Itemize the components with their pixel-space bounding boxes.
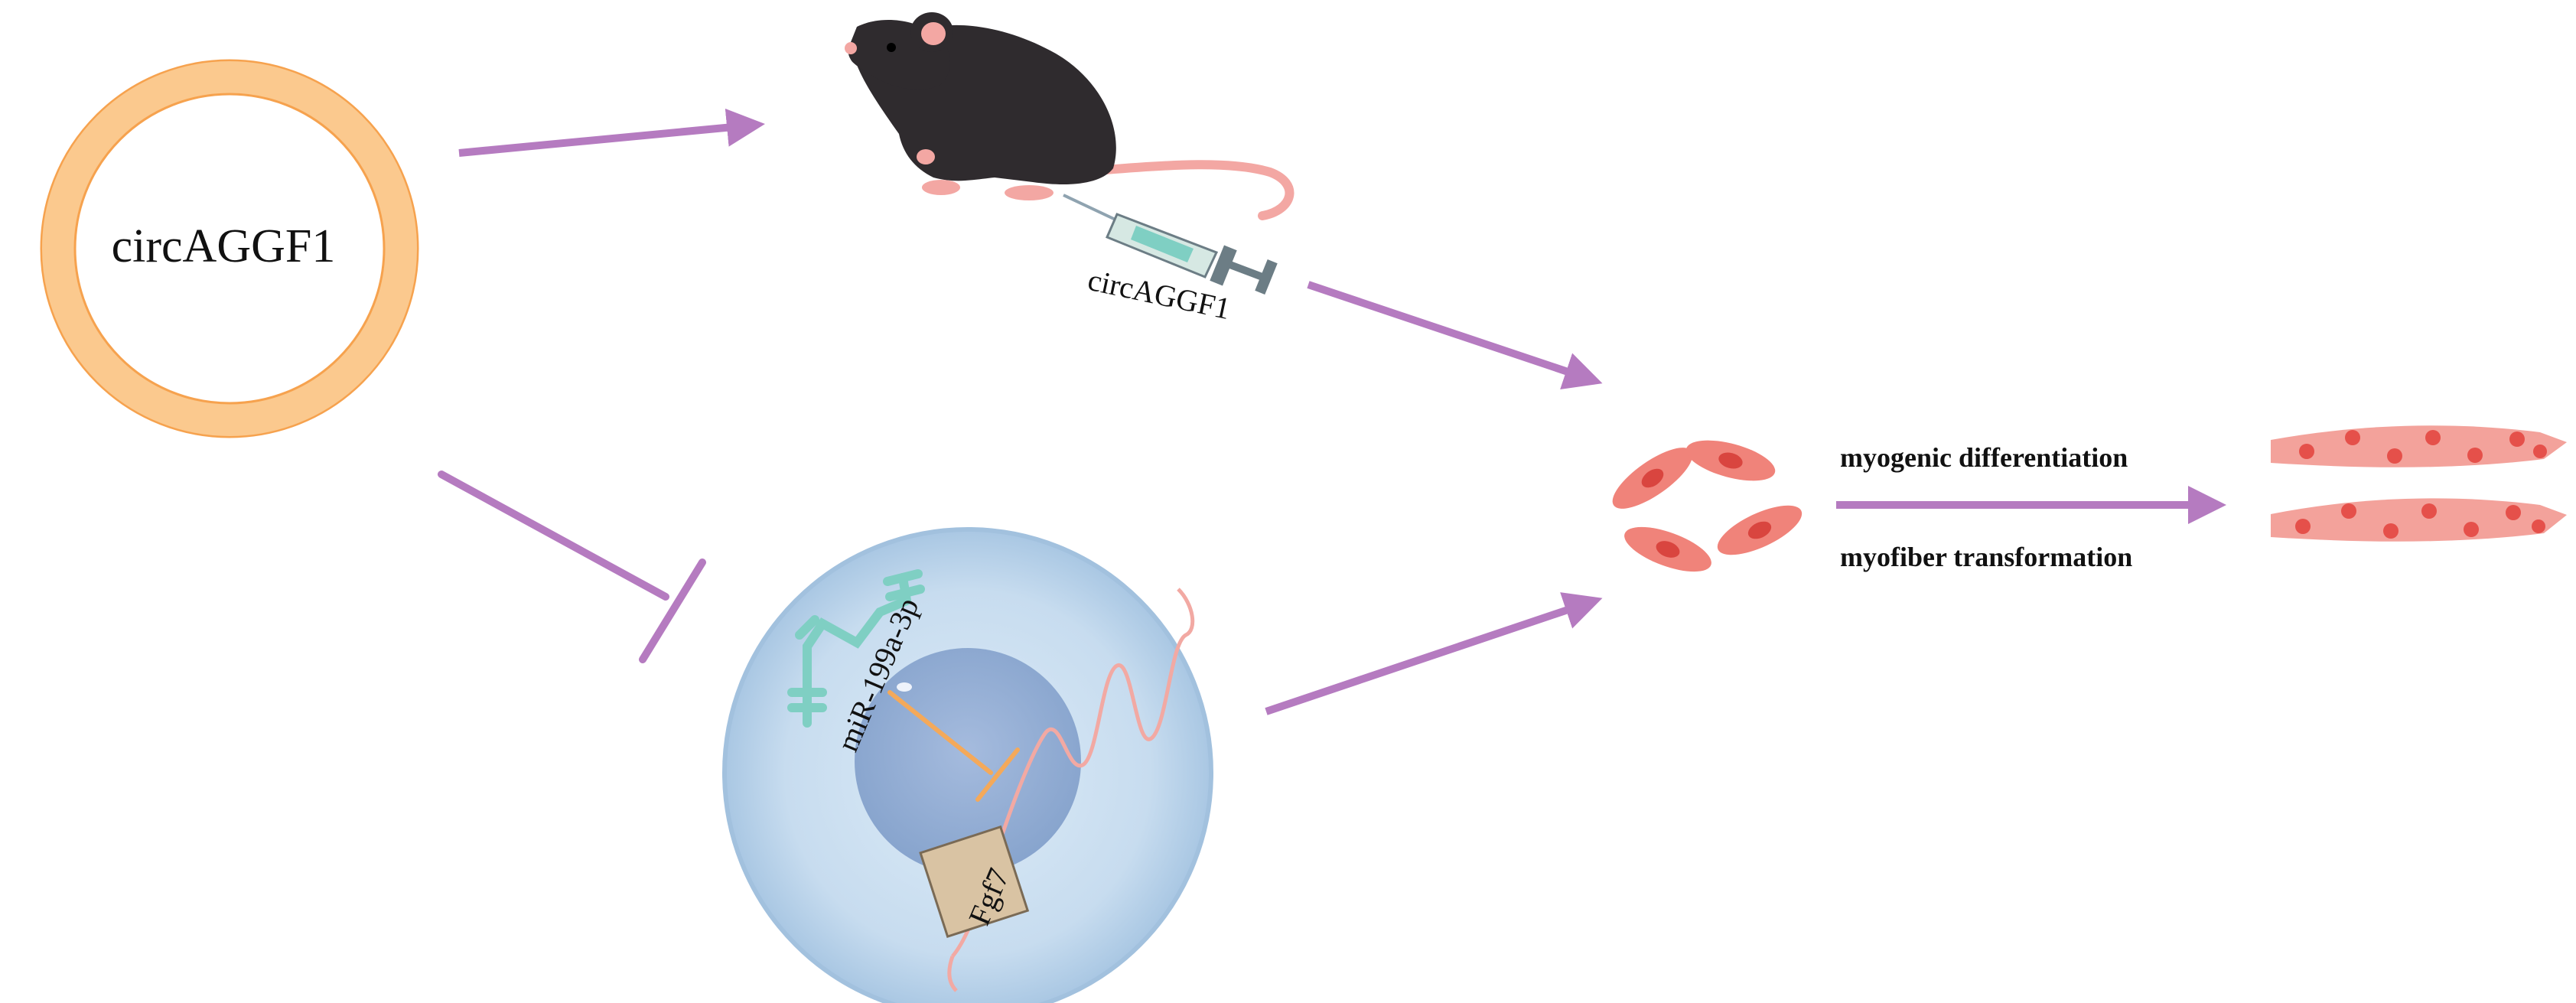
- myofibers: [2271, 425, 2567, 542]
- inhibition-circrna-to-mirna: [438, 471, 706, 663]
- cell-illustration: [722, 527, 1213, 1003]
- myofiber-top: [2271, 425, 2567, 467]
- myoblast-cell: [1612, 448, 1693, 509]
- myoblast-cell: [1685, 440, 1776, 481]
- myoblast-cell: [1624, 526, 1711, 572]
- fgf7-gene-box: [919, 825, 1030, 939]
- arrow-circrna-to-mouse: [458, 108, 765, 157]
- process-label-top: myogenic differentiation: [1840, 442, 2128, 473]
- process-label-bottom: myofiber transformation: [1840, 542, 2132, 572]
- myoblast-cell: [1717, 505, 1803, 555]
- arrow-cell-to-myoblasts: [1265, 592, 1603, 715]
- nucleus: [855, 648, 1081, 874]
- arrow-mouse-to-myoblasts: [1307, 281, 1603, 389]
- circrna-ring: [40, 59, 419, 438]
- inhibition-mirna-to-fgf7: [887, 690, 1020, 802]
- arrows: [458, 108, 2226, 715]
- circrna-label: circAGGF1: [112, 220, 336, 272]
- mirna-icon: [787, 569, 925, 728]
- mouse-illustration: [845, 12, 1295, 295]
- syringe-icon: [1063, 194, 1278, 295]
- syringe-label: circAGGF1: [1085, 262, 1233, 326]
- myoblast-cells: [1612, 440, 1803, 572]
- myofiber-bottom: [2271, 498, 2567, 542]
